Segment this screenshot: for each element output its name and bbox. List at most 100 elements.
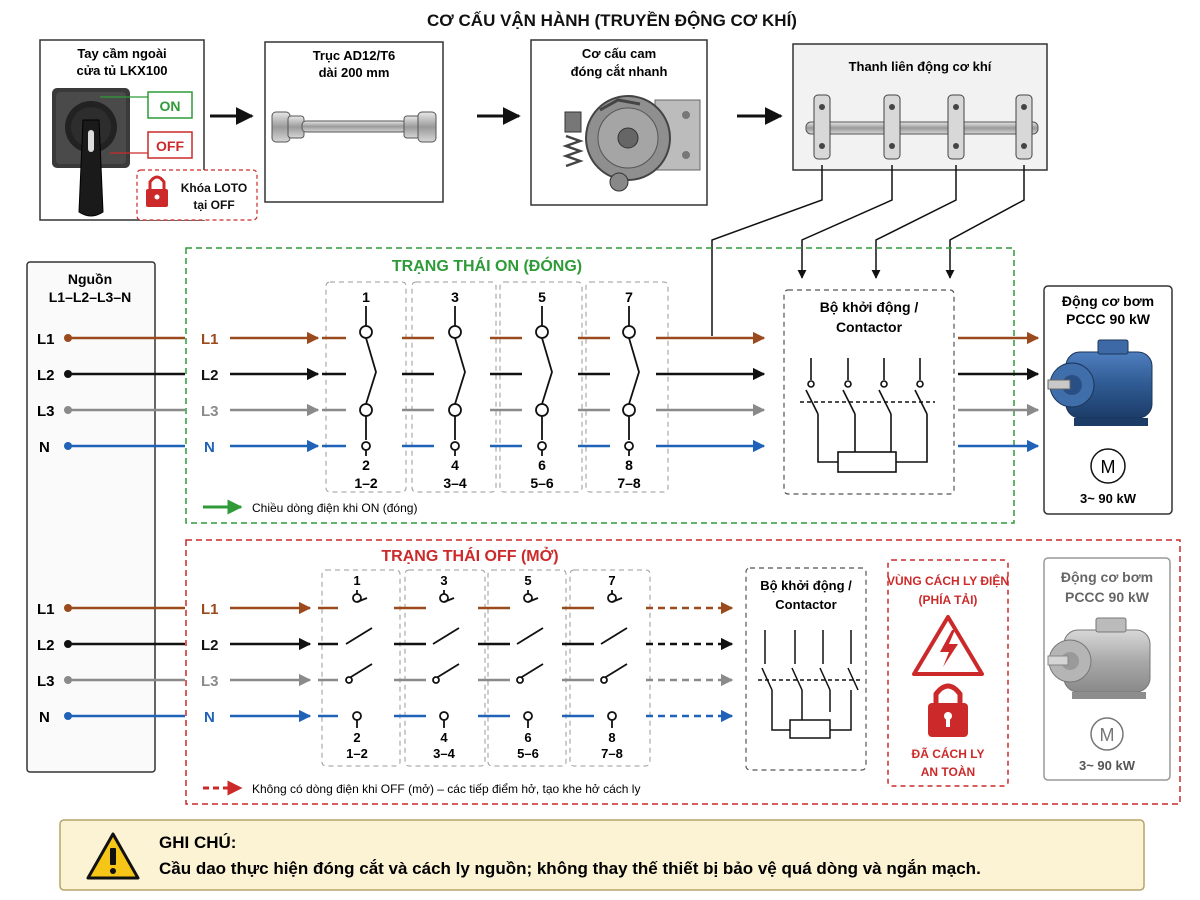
on-pole-4	[622, 306, 640, 456]
handle-box: Tay cầm ngoài cửa tủ LKX100 ON OFF Khóa …	[39, 39, 258, 221]
loto-line1: Khóa LOTO	[181, 181, 247, 195]
off-phase-segments	[318, 606, 594, 718]
note-text: Cầu dao thực hiện đóng cắt và cách ly ng…	[159, 859, 981, 878]
on-pole-3-pair: 5–6	[530, 475, 554, 491]
interlock-bar-box: Thanh liên động cơ khí	[792, 43, 1048, 171]
on-motor-symbol: M	[1101, 457, 1116, 477]
off-pole-2-top: 3	[440, 573, 447, 588]
isolation-line1: VÙNG CÁCH LY ĐIỆN	[887, 573, 1009, 588]
on-motor-line1: Động cơ bơm	[1062, 293, 1154, 309]
on-motor-line2: PCCC 90 kW	[1066, 311, 1151, 327]
off-pole-3	[516, 590, 544, 728]
off-phase-labels: L1 L2 L3 N	[201, 601, 219, 726]
source-label-l3-off: L3	[37, 673, 55, 690]
on-phase-l1: L1	[201, 331, 219, 348]
off-motor-rating: 3~ 90 kW	[1079, 758, 1136, 773]
rotary-handle-icon	[52, 88, 130, 217]
shaft-title-line1: Trục AD12/T6	[313, 48, 396, 63]
on-pole-2-bottom: 4	[451, 457, 459, 473]
on-input-arrows	[230, 331, 320, 453]
isolated-line1: ĐÃ CÁCH LY	[912, 746, 985, 761]
on-pole-2	[448, 306, 466, 456]
isolation-zone: VÙNG CÁCH LY ĐIỆN (PHÍA TẢI) ĐÃ CÁCH LY …	[887, 559, 1009, 787]
on-phase-n: N	[204, 439, 215, 456]
off-phase-l2: L2	[201, 637, 219, 654]
source-label-n-on: N	[39, 439, 50, 456]
on-phase-l2: L2	[201, 367, 219, 384]
source-label-n-off: N	[39, 709, 50, 726]
source-label-l1-off: L1	[37, 601, 55, 618]
electric-motor-icon	[1047, 617, 1151, 699]
padlock-icon	[928, 683, 968, 737]
source-label-l2-off: L2	[37, 637, 55, 654]
on-pole-4-bottom: 8	[625, 457, 633, 473]
off-motor-line1: Động cơ bơm	[1061, 569, 1153, 585]
state-off-frame	[185, 539, 1181, 805]
electric-motor-icon	[1047, 339, 1153, 426]
loto-line2: tại OFF	[193, 198, 234, 212]
off-pole-3-bottom: 6	[524, 730, 531, 745]
off-pole-2-bottom: 4	[440, 730, 448, 745]
on-pole-1	[359, 306, 377, 456]
off-source-dots	[64, 604, 72, 720]
off-source-wires	[68, 606, 185, 718]
off-pole-1	[345, 590, 373, 728]
off-pole-3-top: 5	[524, 573, 531, 588]
isolated-line2: AN TOÀN	[921, 764, 975, 779]
off-phase-n: N	[204, 709, 215, 726]
on-pole-1-bottom: 2	[362, 457, 370, 473]
warning-triangle-icon	[86, 832, 140, 880]
off-pole-4-pair: 7–8	[601, 746, 623, 761]
source-title-line1: Nguồn	[68, 271, 112, 287]
state-on-frame	[185, 247, 1015, 524]
state-on-title: TRẠNG THÁI ON (ĐÓNG)	[392, 256, 582, 275]
off-contactor-line2: Contactor	[775, 597, 836, 612]
on-phase-labels: L1 L2 L3 N	[201, 331, 219, 456]
source-label-l2-on: L2	[37, 367, 55, 384]
off-motor-symbol: M	[1100, 725, 1115, 745]
interlock-bar-icon	[805, 94, 1039, 160]
cam-box: Cơ cấu cam đóng cắt nhanh	[530, 39, 708, 206]
on-pole-2-top: 3	[451, 289, 459, 305]
on-pole-1-pair: 1–2	[354, 475, 378, 491]
off-input-arrows	[230, 601, 312, 723]
off-pole-3-pair: 5–6	[517, 746, 539, 761]
cam-mechanism-icon	[562, 95, 701, 192]
off-pole-2-pair: 3–4	[433, 746, 455, 761]
state-off-title: TRẠNG THÁI OFF (MỞ)	[381, 546, 558, 565]
off-legend-text: Không có dòng điện khi OFF (mở) – các ti…	[252, 782, 640, 796]
on-pole-3	[535, 306, 553, 456]
on-pole-numbers: 1 3 5 7 2 4 6 8 1–2 3–4 5–6 7–8	[354, 289, 641, 491]
on-phase-l3: L3	[201, 403, 219, 420]
on-motor-rating: 3~ 90 kW	[1080, 491, 1137, 506]
on-motor-arrows	[958, 331, 1040, 453]
drive-shaft-icon	[271, 111, 437, 143]
bar-title: Thanh liên động cơ khí	[849, 59, 992, 74]
off-pole-1-bottom: 2	[353, 730, 360, 745]
on-pole-3-top: 5	[538, 289, 546, 305]
on-pole-1-top: 1	[362, 289, 370, 305]
on-output-arrows	[656, 331, 766, 453]
note-title: GHI CHÚ:	[159, 833, 236, 852]
off-motor-line2: PCCC 90 kW	[1065, 589, 1150, 605]
mechanical-links	[711, 165, 1025, 336]
on-label: ON	[160, 98, 181, 114]
handle-title-line2: cửa tủ LKX100	[76, 63, 167, 78]
on-contactor: Bộ khởi động / Contactor	[783, 289, 955, 495]
off-contactor-line1: Bộ khởi động /	[760, 578, 852, 593]
shaft-title-line2: dài 200 mm	[319, 65, 390, 80]
padlock-icon	[146, 175, 168, 207]
off-phase-l3: L3	[201, 673, 219, 690]
off-pole-2	[432, 590, 460, 728]
off-motor-symbol-circle	[1090, 717, 1124, 751]
off-motor-box: Động cơ bơm PCCC 90 kW M 3~ 90 kW	[1043, 557, 1171, 781]
off-phase-l1: L1	[201, 601, 219, 618]
on-pole-3-bottom: 6	[538, 457, 546, 473]
off-pole-4-bottom: 8	[608, 730, 615, 745]
off-label-badge	[147, 131, 193, 159]
page-title: CƠ CẤU VẬN HÀNH (TRUYỀN ĐỘNG CƠ KHÍ)	[427, 11, 797, 30]
on-contactor-line1: Bộ khởi động /	[820, 299, 919, 315]
off-pole-1-pair: 1–2	[346, 746, 368, 761]
on-pole-4-pair: 7–8	[617, 475, 641, 491]
